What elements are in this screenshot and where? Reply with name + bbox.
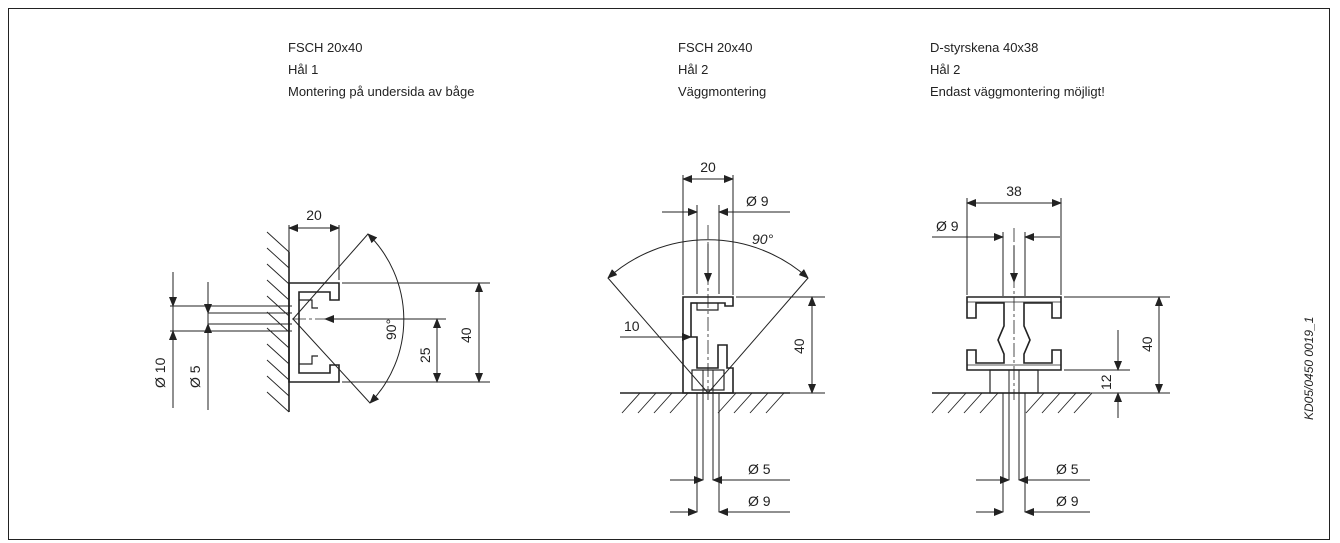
view-1-hole: Hål 1 <box>288 62 319 77</box>
view-2-drawing <box>607 175 825 516</box>
view-2-hole-small-label: Ø 5 <box>748 461 771 477</box>
view-2-profile-outline <box>682 296 734 394</box>
view-1-profile-outline <box>288 282 340 383</box>
view-3-profile-outline <box>966 296 1062 371</box>
view-3-caption: D-styrskena 40x38 Hål 2 Endast väggmonte… <box>930 37 1105 103</box>
view-2-mounting: Väggmontering <box>678 84 767 99</box>
view-3-mounting: Endast väggmontering möjligt! <box>930 84 1105 99</box>
view-1-profile: FSCH 20x40 <box>288 40 363 55</box>
drawing-reference-code: KD05/0450 0019_1 <box>1302 316 1316 420</box>
view-2-hole-top-label: Ø 9 <box>746 193 769 209</box>
view-1-offset-label: 25 <box>417 347 433 363</box>
view-1-drawing <box>169 224 490 413</box>
view-2-hole-large-label: Ø 9 <box>748 493 771 509</box>
view-3-hole-top-label: Ø 9 <box>936 218 959 234</box>
view-1-hole-outer-label: Ø 10 <box>152 357 168 388</box>
view-3-profile: D-styrskena 40x38 <box>930 40 1039 55</box>
view-2-height-label: 40 <box>791 338 807 354</box>
view-1-caption: FSCH 20x40 Hål 1 Montering på undersida … <box>288 37 474 103</box>
view-1-angle-label: 90° <box>383 319 399 340</box>
view-1-wall-hatch <box>266 231 290 413</box>
view-2-width-label: 20 <box>700 159 716 175</box>
drawing-frame <box>8 8 1330 540</box>
view-3-hole-large-label: Ø 9 <box>1056 493 1079 509</box>
view-1-hole-inner-label: Ø 5 <box>187 365 203 388</box>
view-2-lip-label: 10 <box>624 318 640 334</box>
view-1-width-label: 20 <box>306 207 322 223</box>
view-2-floor-hatch <box>621 392 785 414</box>
view-1-height-label: 40 <box>458 327 474 343</box>
view-3-width-label: 38 <box>1006 183 1022 199</box>
view-2-profile: FSCH 20x40 <box>678 40 753 55</box>
view-3-base-label: 12 <box>1098 374 1114 390</box>
view-2-angle-label: 90° <box>752 231 774 247</box>
view-3-floor-hatch <box>931 392 1093 414</box>
view-3-hole: Hål 2 <box>930 62 961 77</box>
view-2-caption: FSCH 20x40 Hål 2 Väggmontering <box>678 37 766 103</box>
view-3-drawing <box>931 198 1170 516</box>
view-1-mounting: Montering på undersida av båge <box>288 84 475 99</box>
view-3-height-label: 40 <box>1139 336 1155 352</box>
view-3-hole-small-label: Ø 5 <box>1056 461 1079 477</box>
view-2-hole: Hål 2 <box>678 62 709 77</box>
